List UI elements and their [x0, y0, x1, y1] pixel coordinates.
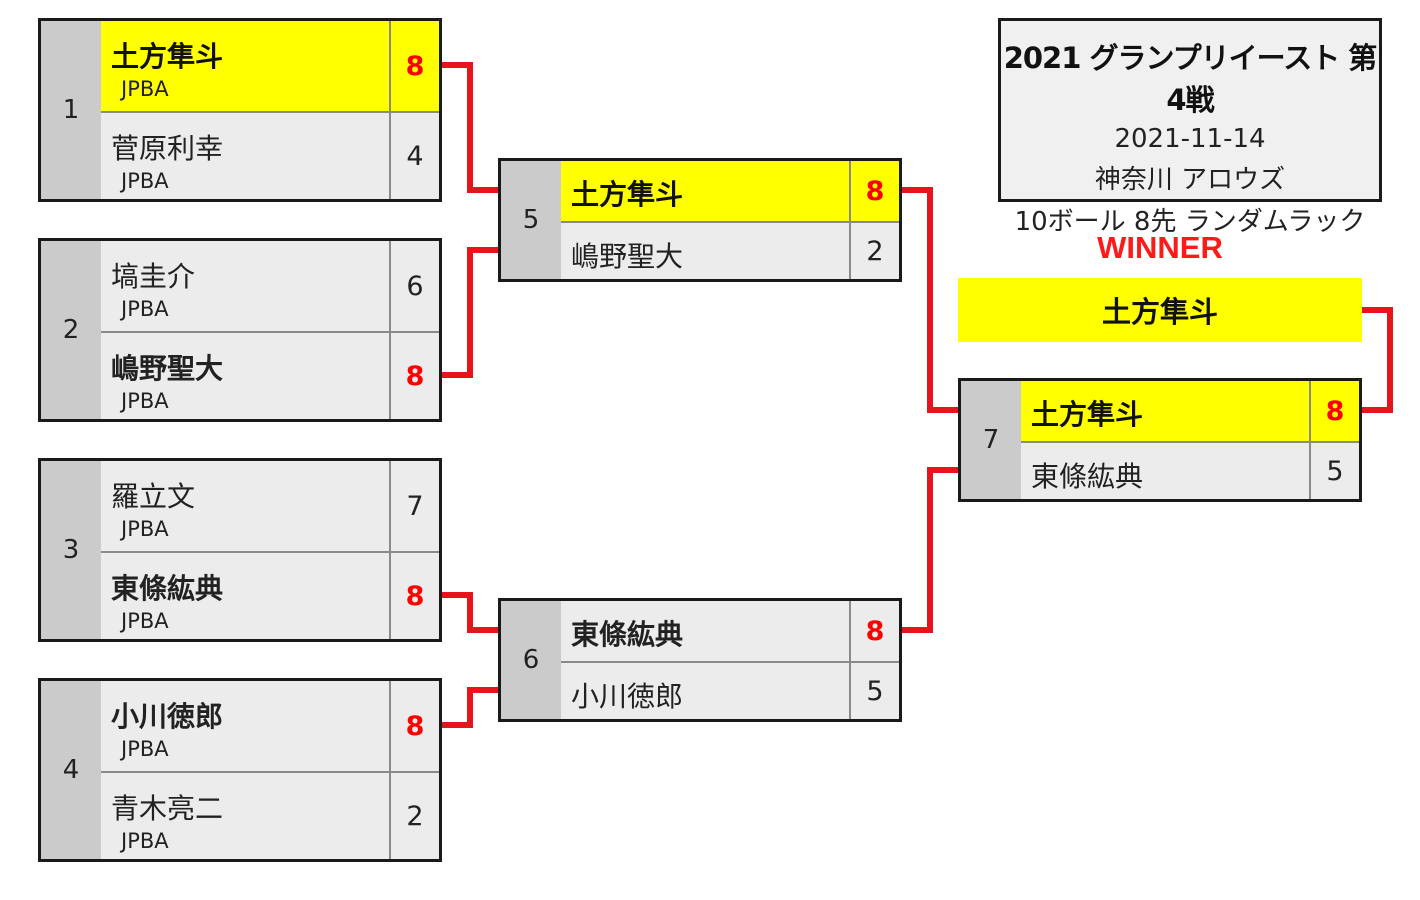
match-2: 2 塙圭介 JPBA 6 嶋野聖大 JPBA 8: [38, 238, 442, 422]
connector-m6-to-m7: [901, 467, 959, 633]
player-score: 5: [1309, 443, 1359, 499]
player-name: 東條紘典: [111, 572, 224, 605]
player-name: 東條紘典: [1031, 460, 1144, 493]
winner-name: 土方隼斗: [958, 278, 1362, 342]
match-number: 2: [41, 241, 101, 419]
player-association: JPBA: [121, 609, 169, 633]
player-slot-winner-bold: 嶋野聖大 JPBA 8: [101, 331, 439, 419]
player-name: 嶋野聖大: [571, 240, 684, 273]
tournament-info-box: 2021 グランプリイースト 第4戦 2021-11-14 神奈川 アロウズ 1…: [998, 18, 1382, 237]
player-name: 羅立文: [111, 480, 196, 513]
player-name: 土方隼斗: [1031, 398, 1144, 431]
player-name: 塙圭介: [111, 260, 196, 293]
tournament-venue: 神奈川 アロウズ: [1094, 165, 1286, 195]
match-5: 5 土方隼斗 8 嶋野聖大 2: [498, 158, 902, 282]
player-name: 菅原利幸: [111, 132, 224, 165]
player-name: 小川徳郎: [111, 700, 224, 733]
match-number: 1: [41, 21, 101, 199]
player-slot-winner: 土方隼斗 8: [1021, 381, 1359, 441]
player-score: 8: [389, 21, 439, 111]
connector-m1-to-m5: [441, 62, 499, 193]
match-number: 6: [501, 601, 561, 719]
player-slot-winner-bold: 小川徳郎 JPBA 8: [101, 681, 439, 771]
player-slot: 青木亮二 JPBA 2: [101, 771, 439, 859]
tournament-rules: 10ボール 8先 ランダムラック: [1014, 207, 1366, 237]
player-score: 8: [1309, 381, 1359, 441]
player-slot-winner-bold: 東條紘典 JPBA 8: [101, 551, 439, 639]
player-slot-winner-bold: 東條紘典 8: [561, 601, 899, 661]
player-name: 青木亮二: [111, 792, 224, 825]
player-name: 土方隼斗: [571, 178, 684, 211]
player-slot-winner: 土方隼斗 8: [561, 161, 899, 221]
player-name: 東條紘典: [571, 618, 684, 651]
player-name: 小川徳郎: [571, 680, 684, 713]
match-number: 4: [41, 681, 101, 859]
player-score: 6: [389, 241, 439, 331]
player-score: 7: [389, 461, 439, 551]
player-association: JPBA: [121, 829, 169, 853]
player-score: 2: [849, 223, 899, 279]
player-slot: 塙圭介 JPBA 6: [101, 241, 439, 331]
match-6: 6 東條紘典 8 小川徳郎 5: [498, 598, 902, 722]
player-score: 2: [389, 773, 439, 859]
tournament-date: 2021-11-14: [1114, 124, 1266, 154]
player-slot: 菅原利幸 JPBA 4: [101, 111, 439, 199]
player-slot: 小川徳郎 5: [561, 661, 899, 719]
player-name: 土方隼斗: [111, 40, 224, 73]
player-association: JPBA: [121, 389, 169, 413]
player-score: 4: [389, 113, 439, 199]
player-association: JPBA: [121, 517, 169, 541]
player-association: JPBA: [121, 77, 169, 101]
player-score: 8: [849, 161, 899, 221]
player-score: 8: [849, 601, 899, 661]
match-4: 4 小川徳郎 JPBA 8 青木亮二 JPBA 2: [38, 678, 442, 862]
tournament-title: 2021 グランプリイースト 第4戦: [1003, 41, 1378, 117]
connector-m7-to-winner: [1361, 307, 1393, 413]
connector-m3-to-m6: [441, 592, 499, 633]
player-slot-winner: 土方隼斗 JPBA 8: [101, 21, 439, 111]
player-slot: 東條紘典 5: [1021, 441, 1359, 499]
player-association: JPBA: [121, 737, 169, 761]
match-number: 7: [961, 381, 1021, 499]
winner-label: WINNER: [1097, 230, 1223, 265]
player-score: 8: [389, 333, 439, 419]
player-score: 8: [389, 553, 439, 639]
player-score: 8: [389, 681, 439, 771]
connector-m5-to-m7: [901, 187, 959, 413]
match-number: 3: [41, 461, 101, 639]
player-association: JPBA: [121, 169, 169, 193]
connector-m2-to-m5: [441, 247, 499, 378]
player-score: 5: [849, 663, 899, 719]
player-slot: 羅立文 JPBA 7: [101, 461, 439, 551]
connector-m4-to-m6: [441, 687, 499, 728]
player-association: JPBA: [121, 297, 169, 321]
match-number: 5: [501, 161, 561, 279]
match-7-final: 7 土方隼斗 8 東條紘典 5: [958, 378, 1362, 502]
match-1: 1 土方隼斗 JPBA 8 菅原利幸 JPBA 4: [38, 18, 442, 202]
player-name: 嶋野聖大: [111, 352, 224, 385]
match-3: 3 羅立文 JPBA 7 東條紘典 JPBA 8: [38, 458, 442, 642]
player-slot: 嶋野聖大 2: [561, 221, 899, 279]
